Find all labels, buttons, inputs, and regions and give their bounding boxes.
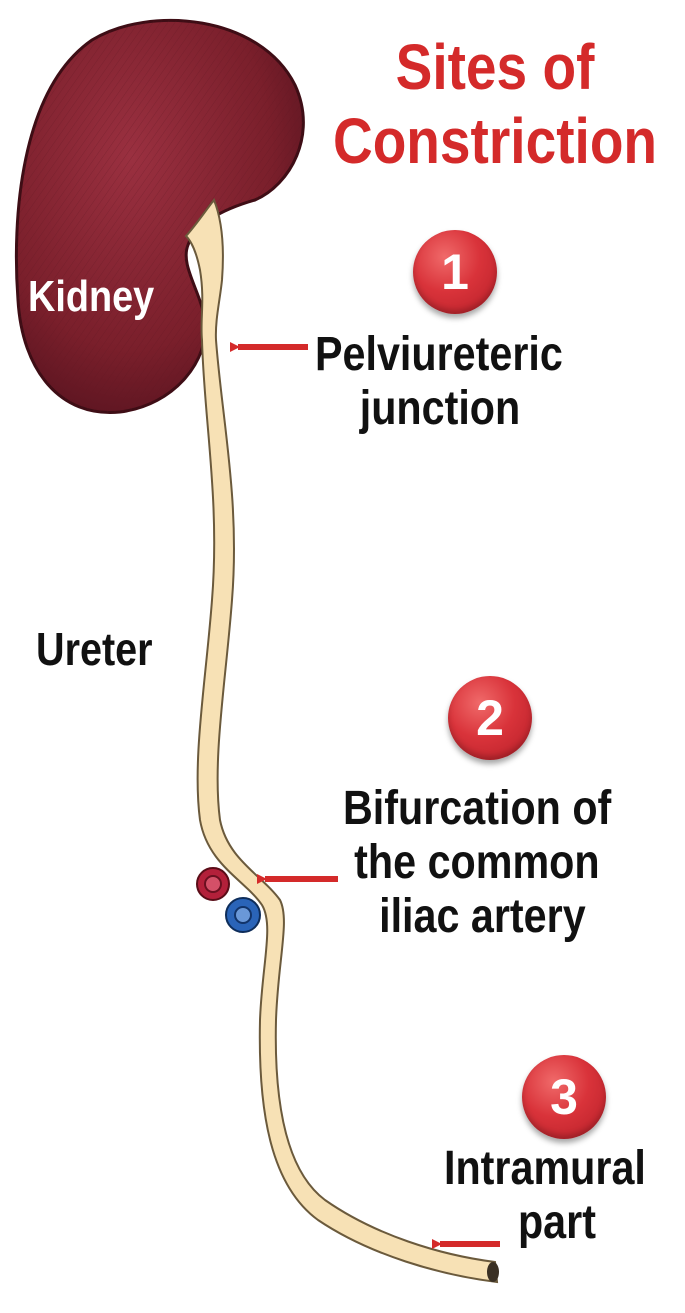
site-3-badge: 3 bbox=[522, 1055, 606, 1139]
title-line-2: Constriction bbox=[332, 105, 658, 177]
site-1-badge: 1 bbox=[413, 230, 497, 314]
artery-cross-section bbox=[196, 867, 230, 901]
site-1-label: Pelviureteric junction bbox=[315, 328, 563, 436]
site-2-label: Bifurcation of the common iliac artery bbox=[343, 782, 611, 943]
vein-cross-section bbox=[225, 897, 261, 933]
site-1-line-1: Pelviureteric bbox=[315, 328, 563, 381]
site-3-label: Intramural part bbox=[444, 1142, 646, 1250]
ureter-label: Ureter bbox=[36, 623, 153, 675]
site-3-line-2: part bbox=[517, 1195, 596, 1249]
ureter-tube bbox=[184, 198, 499, 1284]
kidney-label: Kidney bbox=[28, 272, 155, 321]
site-2-line-2: the common bbox=[354, 835, 600, 889]
site-3-line-1: Intramural bbox=[444, 1142, 646, 1195]
site-2-line-3: iliac artery bbox=[379, 889, 586, 943]
site-2-line-1: Bifurcation of bbox=[343, 782, 612, 835]
site-1-line-2: junction bbox=[359, 381, 521, 435]
diagram-title: Sites of Constriction bbox=[327, 30, 662, 178]
kidney-shape bbox=[14, 18, 305, 414]
title-line-1: Sites of bbox=[395, 31, 595, 103]
site-2-badge: 2 bbox=[448, 676, 532, 760]
